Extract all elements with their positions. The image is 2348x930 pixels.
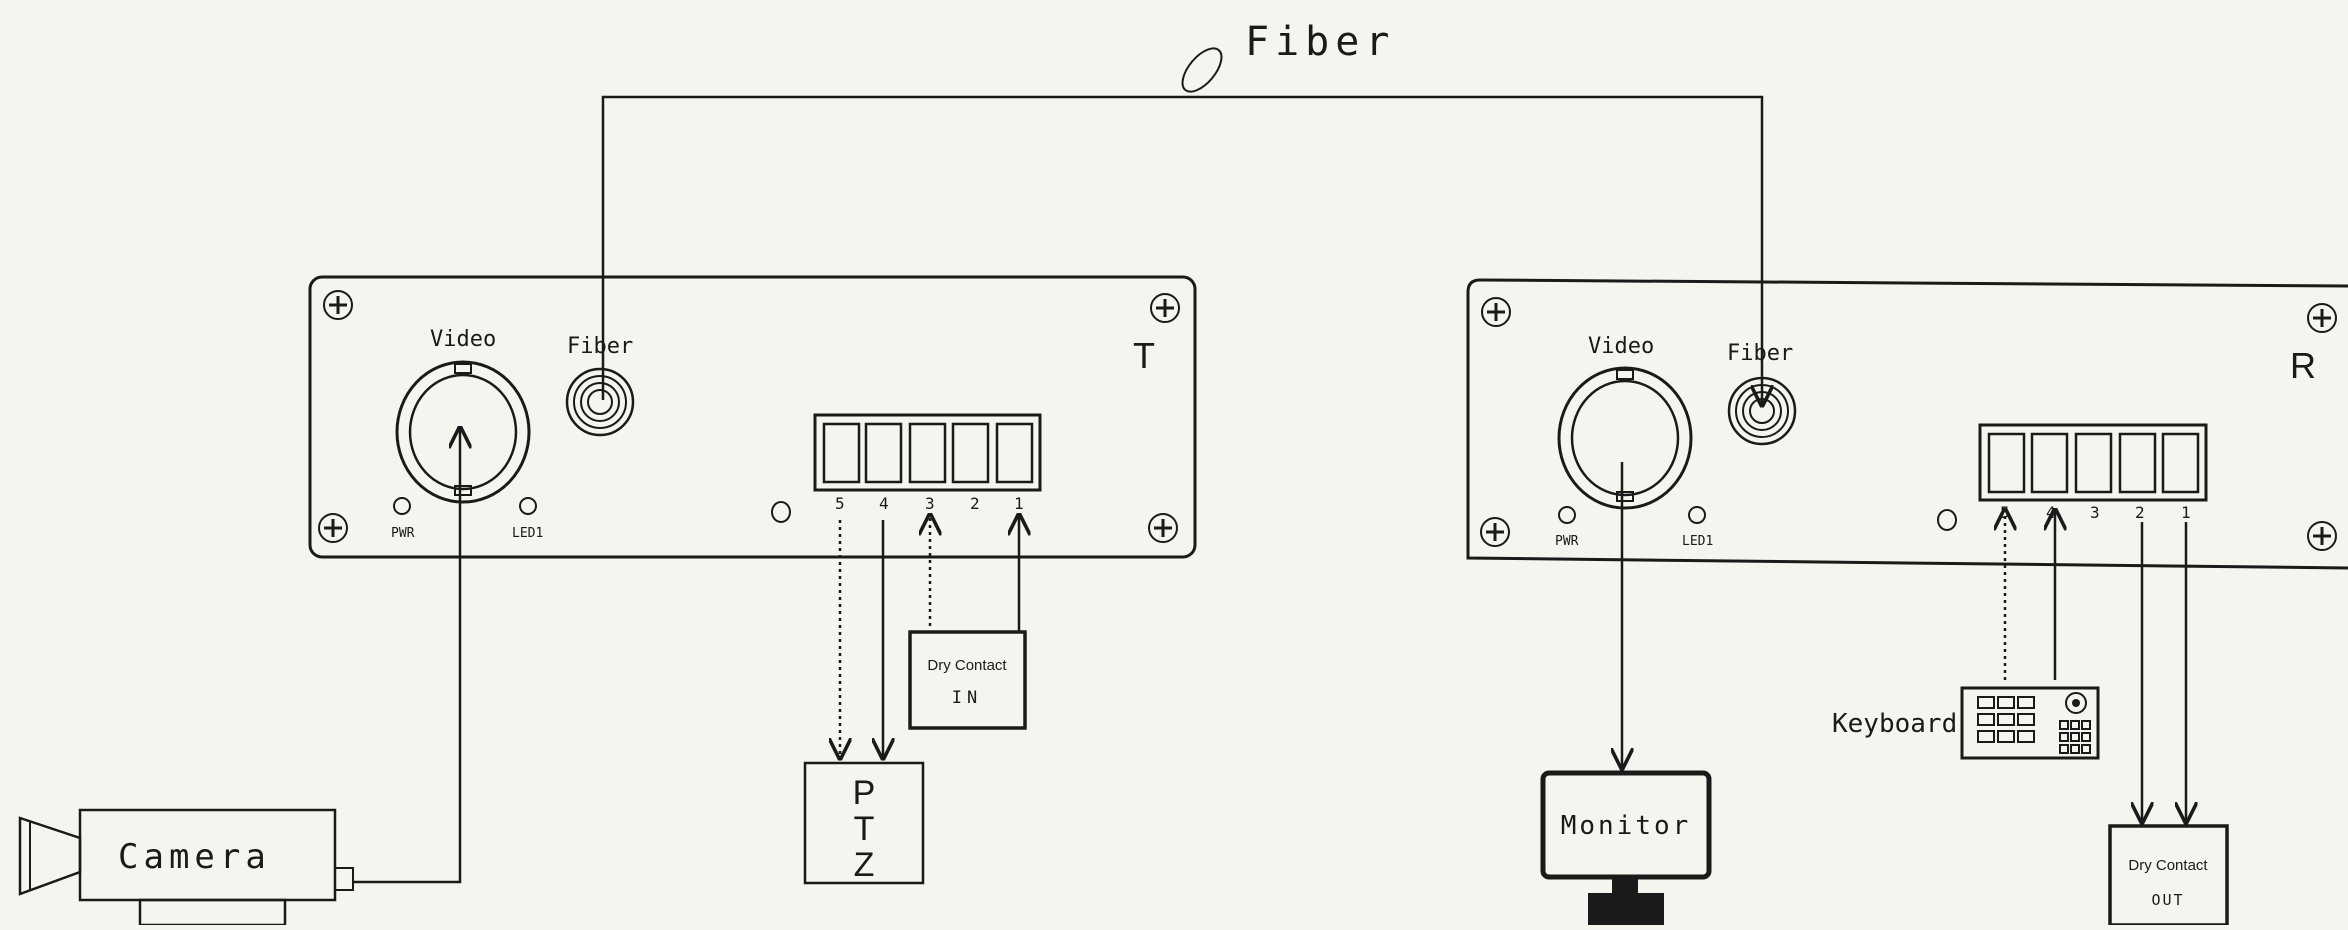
screw-icon <box>1479 516 1511 548</box>
pwr-label: PWR <box>1555 534 1579 549</box>
terminal-label: 1 <box>1014 494 1024 513</box>
video-bnc-connector <box>395 360 531 504</box>
dry-contact-label: Dry Contact <box>927 657 1007 674</box>
led1-icon <box>1688 506 1706 524</box>
keyboard-icon <box>1960 686 2100 760</box>
fiber-port <box>565 367 635 437</box>
unit-letter: R <box>2290 345 2316 386</box>
camera-video-line <box>352 428 460 884</box>
camera-label: Camera <box>118 837 271 877</box>
video-label: Video <box>1588 334 1654 359</box>
keyboard-label: Keyboard <box>1832 709 1957 739</box>
monitor-stand-icon <box>1588 893 1664 925</box>
ptz-letter: T <box>854 810 875 848</box>
fiber-port-label: Fiber <box>567 334 633 359</box>
terminal-label: 3 <box>925 494 935 513</box>
dry-contact-in-device: Dry Contact IN <box>908 630 1027 730</box>
fiber-cable: Fiber <box>601 19 1762 405</box>
pwr-led-icon <box>393 497 411 515</box>
screw-icon <box>1480 296 1512 328</box>
screw-icon <box>1147 512 1179 544</box>
ptz-device: P T Z <box>803 761 925 885</box>
led1-label: LED1 <box>1682 534 1713 549</box>
fiber-port <box>1727 376 1797 446</box>
panel-hole <box>771 501 791 523</box>
dry-contact-mode: IN <box>952 688 982 708</box>
screw-icon <box>317 512 349 544</box>
transmitter-panel <box>308 275 1197 559</box>
receiver-unit: Video Fiber R PWR LED1 5 4 3 2 1 <box>1466 278 2348 570</box>
screw-icon <box>1149 292 1181 324</box>
terminal-label: 3 <box>2090 503 2100 522</box>
unit-letter: T <box>1133 335 1155 376</box>
dry-contact-label: Dry Contact <box>2128 857 2208 874</box>
monitor-device: Monitor <box>1540 770 1712 925</box>
terminal-block <box>813 413 1042 492</box>
panel-hole <box>1937 509 1957 531</box>
video-bnc-connector <box>1557 366 1693 510</box>
screw-icon <box>2306 520 2338 552</box>
terminal-block <box>1978 423 2208 502</box>
video-label: Video <box>430 327 496 352</box>
receiver-panel <box>1466 278 2348 570</box>
fiber-port-label: Fiber <box>1727 341 1793 366</box>
screw-icon <box>322 289 354 321</box>
terminal-label: 2 <box>2135 503 2145 522</box>
ptz-letter: Z <box>854 846 875 884</box>
camera-device: Camera <box>18 808 354 927</box>
transmitter-unit: Video Fiber T PWR LED1 5 4 3 2 1 <box>308 275 1197 559</box>
led1-icon <box>519 497 537 515</box>
pwr-label: PWR <box>391 526 415 541</box>
led1-label: LED1 <box>512 526 543 541</box>
terminal-label: 5 <box>2000 503 2010 522</box>
terminal-label: 2 <box>970 494 980 513</box>
terminal-label: 5 <box>835 494 845 513</box>
terminal-label: 4 <box>879 494 889 513</box>
dry-contact-out-device: Dry Contact OUT <box>2108 824 2229 927</box>
dry-contact-mode: OUT <box>2151 891 2184 909</box>
ptz-letter: P <box>853 774 876 812</box>
fiber-title: Fiber <box>1245 19 1395 65</box>
fiber-loop-icon <box>1181 47 1223 93</box>
terminal-label: 1 <box>2181 503 2191 522</box>
keyboard-device: Keyboard <box>1832 686 2100 760</box>
screw-icon <box>2306 302 2338 334</box>
pwr-led-icon <box>1558 506 1576 524</box>
monitor-label: Monitor <box>1561 811 1692 841</box>
